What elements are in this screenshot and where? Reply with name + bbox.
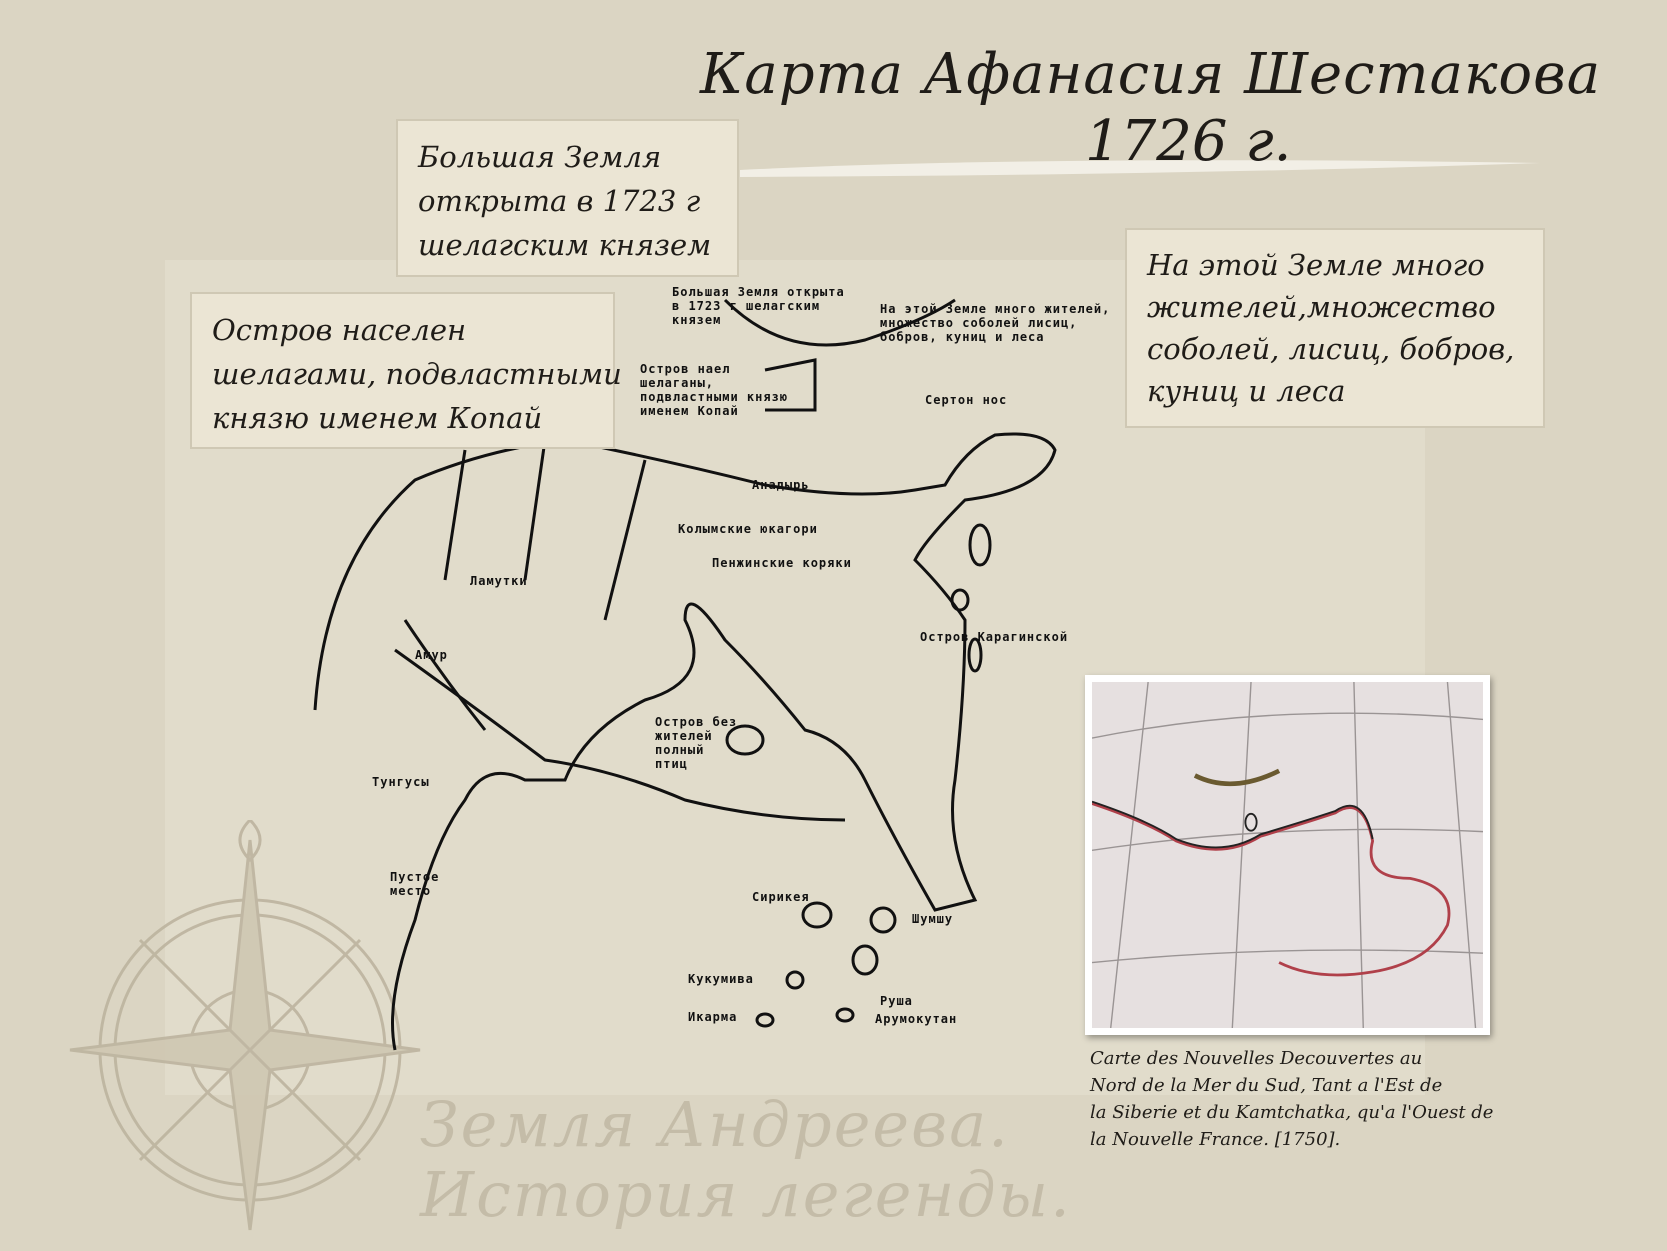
page-title: Карта Афанасия Шестакова bbox=[700, 42, 1602, 107]
watermark: Земля Андреева. История легенды. bbox=[420, 1090, 1072, 1230]
callout-line: Остров населен bbox=[212, 313, 467, 347]
caption-line: Carte des Nouvelles Decouvertes au bbox=[1090, 1048, 1423, 1069]
map-label: Пенжинские коряки bbox=[712, 556, 852, 570]
map-label: Кукумива bbox=[688, 972, 754, 986]
map-label: Остров Карагинской bbox=[920, 630, 1069, 644]
callout-line: открыта в 1723 г bbox=[418, 184, 701, 218]
map-label: Шумшу bbox=[912, 912, 954, 926]
map-label: Арумокутан bbox=[875, 1012, 958, 1026]
map-label: Анадырь bbox=[752, 478, 810, 492]
map-label: На этой Земле много жителей, множество с… bbox=[880, 302, 1111, 344]
map-label: Ламутки bbox=[470, 574, 528, 588]
callout-line: На этой Земле много bbox=[1147, 248, 1485, 282]
caption-line: la Nouvelle France. [1750]. bbox=[1090, 1129, 1341, 1150]
callout-island: Остров населен шелагами, подвластными кн… bbox=[190, 292, 622, 449]
watermark-line: Земля Андреева. bbox=[420, 1088, 1010, 1161]
shestakov-map bbox=[313, 298, 1057, 1051]
callout-line: шелагами, подвластными bbox=[212, 357, 622, 391]
compass-rose-icon bbox=[69, 820, 421, 1231]
map-label: Колымские юкагори bbox=[678, 522, 818, 536]
callout-line: князю именем Копай bbox=[212, 401, 543, 435]
map-label: Сирикея bbox=[752, 890, 810, 904]
map-label: Амур bbox=[415, 648, 448, 662]
map-label: Остров без жителей полный птиц bbox=[655, 715, 738, 771]
callout-line: жителей,множество bbox=[1147, 290, 1496, 324]
map-label: Тунгусы bbox=[372, 775, 430, 789]
callout-line: куниц и леса bbox=[1147, 374, 1346, 408]
inset-map-1750 bbox=[1085, 675, 1490, 1035]
inset-caption: Carte des Nouvelles Decouvertes au Nord … bbox=[1090, 1045, 1493, 1153]
callout-line: шелагским князем bbox=[418, 228, 712, 262]
callout-line: Большая Земля bbox=[418, 140, 662, 174]
map-label: Пустое место bbox=[390, 870, 440, 898]
callout-this-land: На этой Земле много жителей,множество со… bbox=[1125, 228, 1545, 428]
caption-line: Nord de la Mer du Sud, Tant a l'Est de bbox=[1090, 1075, 1443, 1096]
page-year: 1726 г. bbox=[1085, 109, 1292, 174]
map-label: Сертон нос bbox=[925, 393, 1008, 407]
callout-line: соболей, лисиц, бобров, bbox=[1147, 332, 1515, 366]
brush-stroke bbox=[740, 160, 1540, 177]
map-label: Руша bbox=[880, 994, 913, 1008]
map-label: Остров наел шелаганы, подвластными князю… bbox=[640, 362, 789, 418]
callout-big-land: Большая Земля открыта в 1723 г шелагским… bbox=[396, 119, 739, 277]
map-label: Большая Земля открыта в 1723 г шелагским… bbox=[672, 285, 845, 327]
watermark-line: История легенды. bbox=[420, 1158, 1072, 1231]
map-label: Икарма bbox=[688, 1010, 738, 1024]
caption-line: la Siberie et du Kamtchatka, qu'a l'Oues… bbox=[1090, 1102, 1494, 1123]
